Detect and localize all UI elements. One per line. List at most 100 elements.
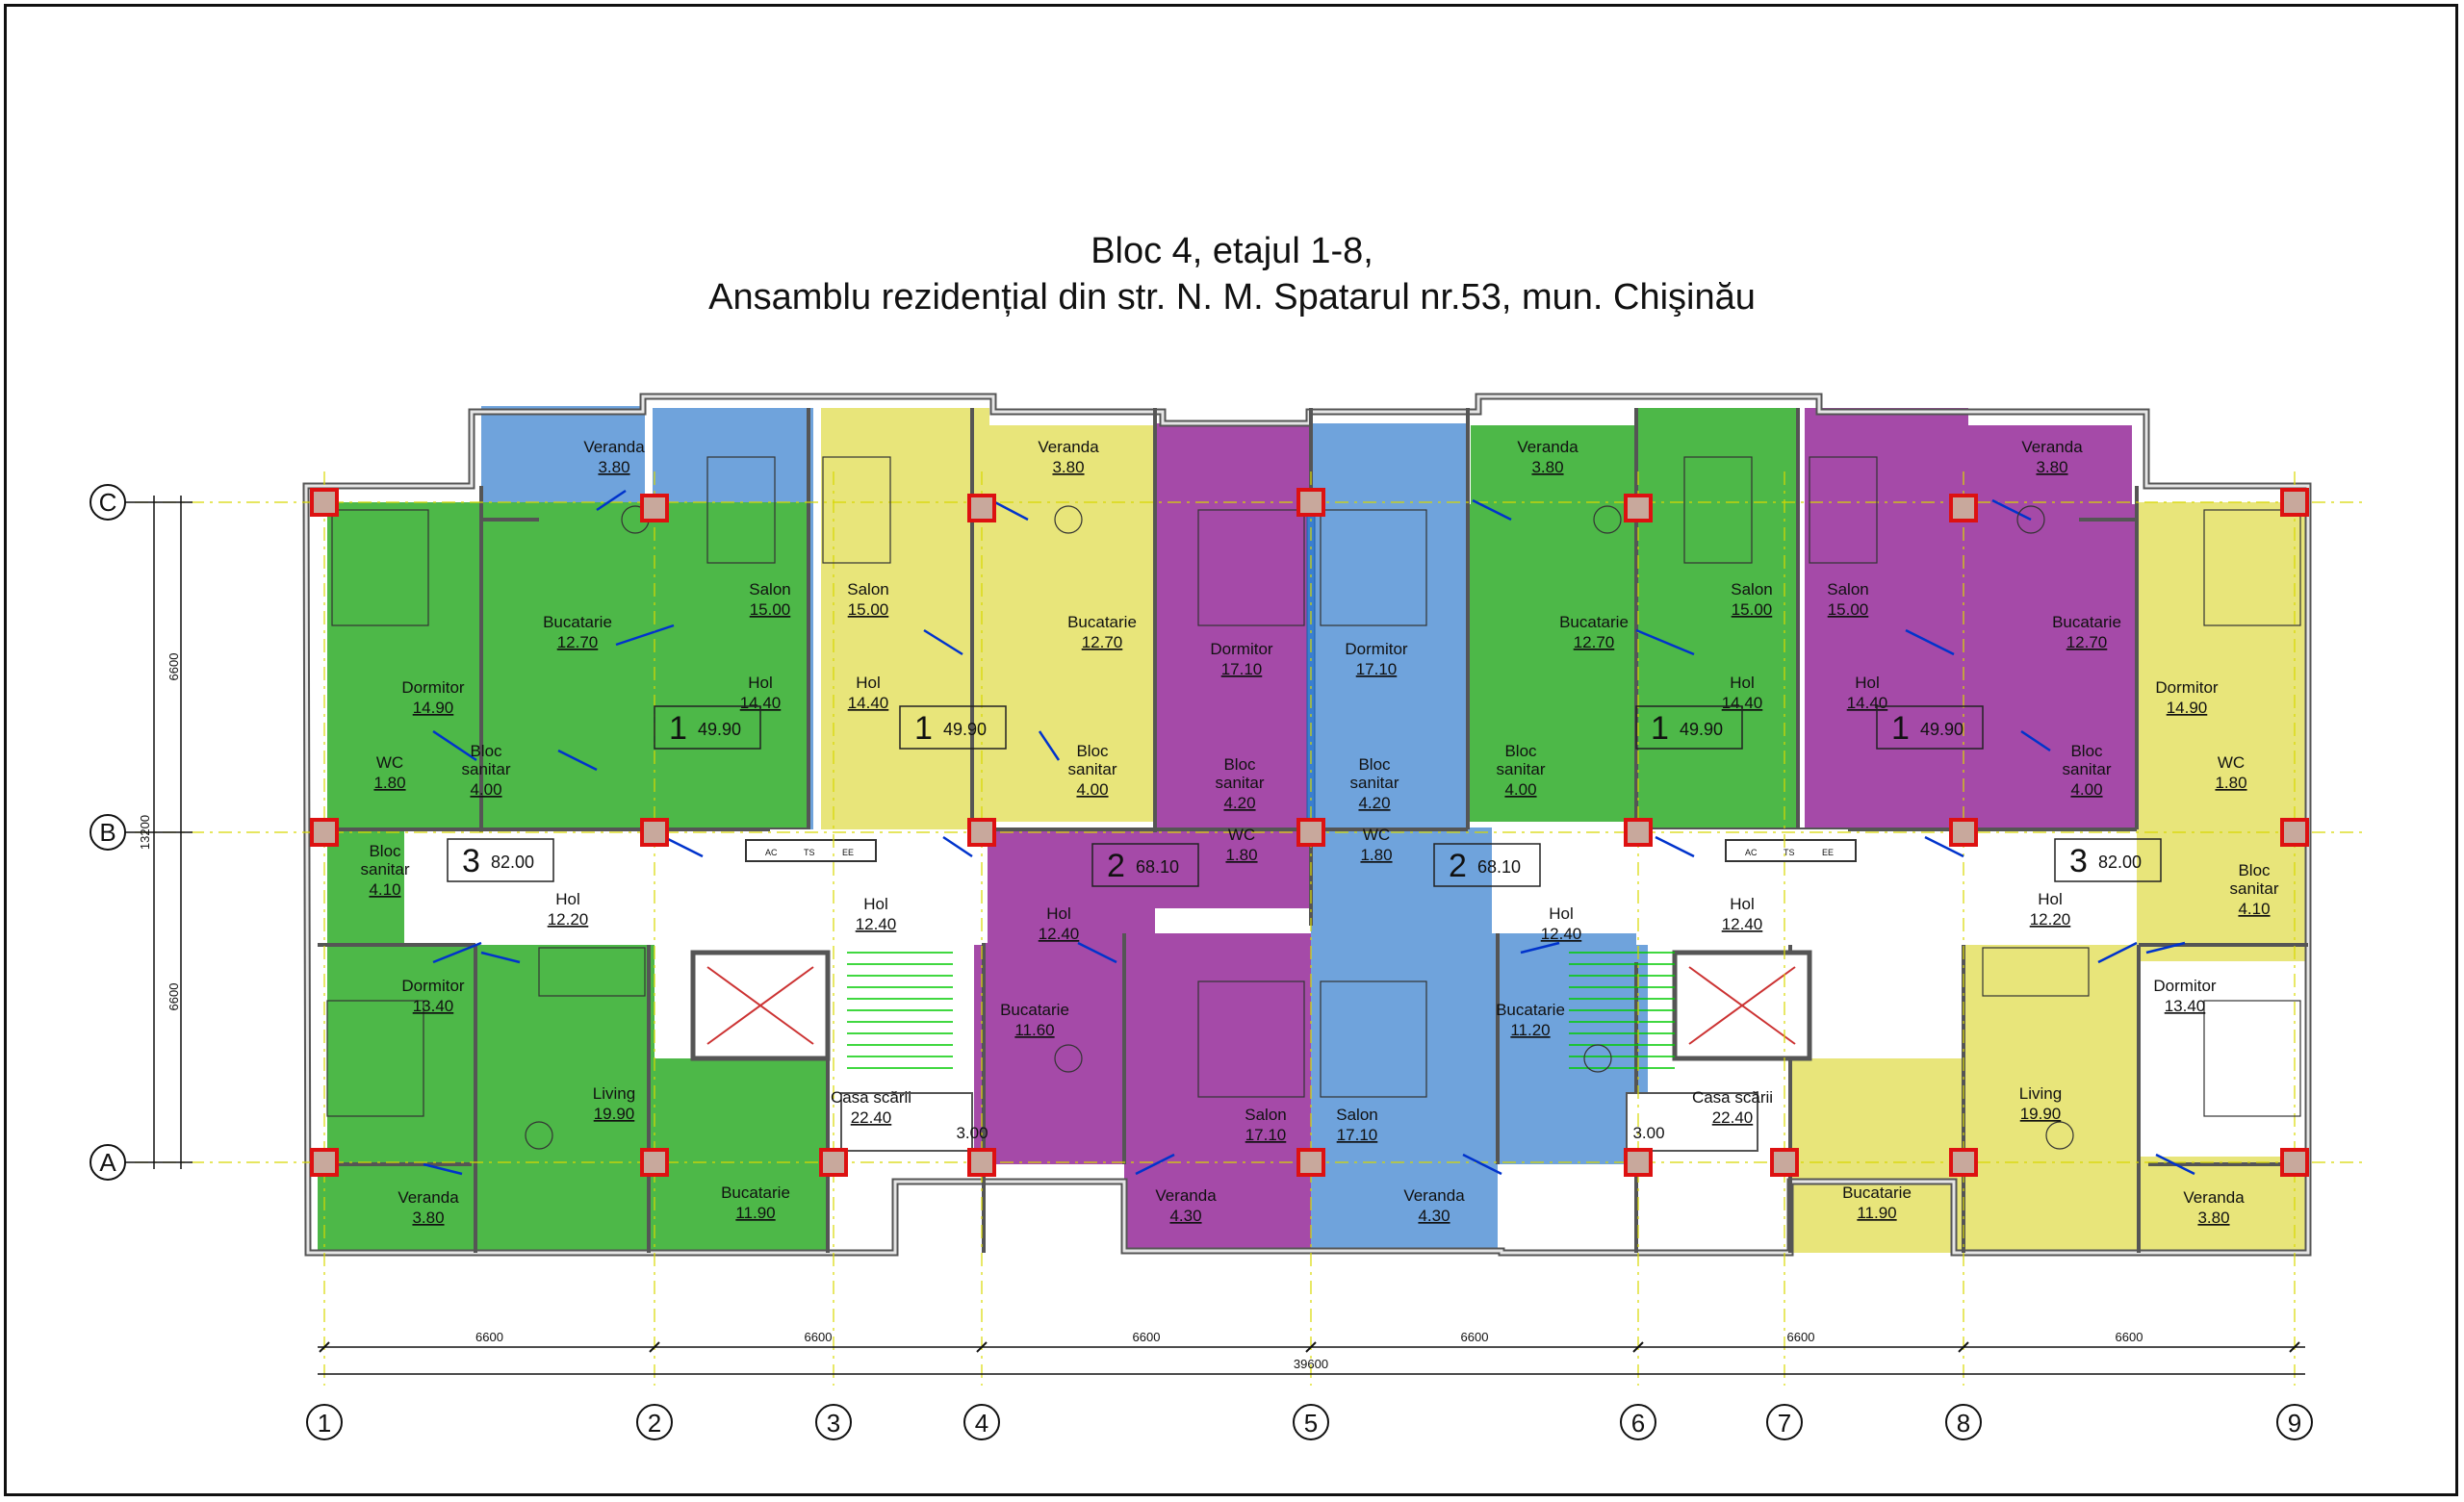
- room-area-49: 11.90: [735, 1204, 775, 1222]
- door-swing-13: [942, 835, 973, 858]
- room-area-8: 3.80: [1531, 458, 1563, 476]
- room-fill-27: [2212, 829, 2306, 960]
- room-fill-0: [481, 406, 645, 504]
- axis-bubble-4: [963, 1404, 1000, 1440]
- dining-table-3: [2016, 505, 2045, 534]
- apartment-tag-box-5: [1091, 843, 1199, 887]
- column-0: [310, 488, 339, 517]
- room-area-31: 4.10: [2238, 900, 2270, 918]
- room-area-6: 17.10: [1221, 660, 1263, 678]
- door-swing-19: [1520, 941, 1560, 955]
- room-area-47: 19.90: [2020, 1105, 2062, 1123]
- axis-label-2: 2: [648, 1409, 661, 1438]
- room-area-29: 1.80: [2215, 774, 2246, 792]
- dim-tick-2: [976, 1341, 988, 1353]
- room-area-9: 12.70: [1574, 633, 1615, 651]
- outer-wall-inner: [304, 395, 2310, 1255]
- room-area-51: 4.30: [1418, 1207, 1450, 1225]
- room-fill-19: [1805, 504, 2136, 827]
- door-swing-16: [432, 941, 482, 964]
- shaft-label-EE-1: EE: [1822, 848, 1834, 857]
- apartment-rooms-5: 2: [1107, 848, 1125, 884]
- room-area-22: 4.20: [1223, 794, 1255, 812]
- room-name-29: WC: [2218, 753, 2245, 772]
- room-area-11: 15.00: [1828, 600, 1869, 619]
- room-name-51: Veranda: [1403, 1186, 1465, 1205]
- room-name-53: Veranda: [2183, 1188, 2245, 1207]
- bed-1: [1197, 509, 1305, 626]
- room-fill-12: [1311, 933, 1648, 1164]
- title-line-1: Bloc 4, etajul 1-8,: [1091, 231, 1373, 271]
- apartment-area-4: 82.00: [491, 853, 534, 872]
- room-area-34: 12.40: [1039, 925, 1080, 943]
- room-name-36: Hol: [1730, 895, 1755, 913]
- sofa-4: [538, 947, 646, 997]
- room-fill-3: [821, 408, 989, 829]
- axis-label-6: 6: [1631, 1409, 1645, 1438]
- door-swing-24: [1462, 1153, 1502, 1176]
- door-swing-21: [2097, 941, 2138, 964]
- room-name-22-line2: sanitar: [1215, 774, 1264, 792]
- bed-2: [1320, 509, 1427, 626]
- room-area-30: 4.10: [369, 880, 400, 899]
- dim-tick-5: [1958, 1341, 1969, 1353]
- room-name-18: Hol: [1855, 674, 1880, 692]
- room-name-41: Dormitor: [2153, 977, 2217, 995]
- apartment-rooms-1: 1: [914, 710, 933, 747]
- stair-dimension-1: 3.00: [1632, 1124, 1664, 1142]
- room-area-0: 3.80: [598, 458, 629, 476]
- column-11: [1624, 818, 1653, 847]
- room-area-42: 19.90: [594, 1105, 635, 1123]
- axis-label-B: B: [99, 818, 116, 847]
- dim-tick-0: [319, 1341, 330, 1353]
- room-name-24-line2: sanitar: [1496, 760, 1545, 778]
- elevator-cross-b-0: [706, 966, 814, 1045]
- apartment-rooms-2: 1: [1651, 710, 1669, 747]
- axis-label-5: 5: [1304, 1409, 1318, 1438]
- room-fill-29: [1975, 945, 2139, 1060]
- dining-table-2: [1593, 505, 1622, 534]
- title-line-2: Ansamblu rezidențial din str. N. M. Spat…: [708, 277, 1756, 318]
- door-swing-2: [1472, 498, 1512, 522]
- drawing-frame: [4, 4, 2458, 1496]
- dim-bottom-4: 6600: [1787, 1330, 1815, 1344]
- room-area-25: 4.00: [2070, 780, 2102, 799]
- door-swing-15: [1924, 835, 1964, 858]
- room-area-19: 14.90: [2167, 699, 2208, 717]
- room-name-11: Salon: [1827, 580, 1868, 598]
- axis-bubble-6: [1620, 1404, 1656, 1440]
- room-fill-23: [475, 945, 649, 1234]
- room-fill-24: [653, 1058, 828, 1253]
- room-fill-8: [974, 933, 1311, 1164]
- column-10: [1296, 818, 1325, 847]
- apartment-tag-box-1: [899, 705, 1007, 750]
- column-6: [2280, 488, 2309, 517]
- sofa-5: [1982, 947, 2090, 997]
- bed-6: [1320, 980, 1427, 1098]
- shaft-box-1: [1725, 839, 1857, 862]
- room-name-1: Bucatarie: [543, 613, 612, 631]
- room-name-27: WC: [1228, 826, 1255, 844]
- room-area-33: 12.40: [856, 915, 897, 933]
- room-name-30-line2: sanitar: [360, 860, 409, 878]
- room-name-25-line2: sanitar: [2062, 760, 2111, 778]
- room-name-47: Living: [2019, 1084, 2062, 1103]
- room-name-20-line2: sanitar: [461, 760, 510, 778]
- room-fill-21: [327, 829, 404, 960]
- dining-table-4: [1054, 1044, 1083, 1073]
- room-name-50: Veranda: [1155, 1186, 1217, 1205]
- axis-bubble-3: [815, 1404, 852, 1440]
- room-area-28: 1.80: [1360, 846, 1392, 864]
- room-area-23: 4.20: [1358, 794, 1390, 812]
- dim-tick-3: [1305, 1341, 1317, 1353]
- room-name-7: Dormitor: [1345, 640, 1408, 658]
- room-name-33: Hol: [863, 895, 888, 913]
- dim-tick-1: [649, 1341, 660, 1353]
- column-16: [819, 1148, 848, 1177]
- room-fill-13: [1311, 1164, 1498, 1251]
- dim-bottom-1: 6600: [805, 1330, 833, 1344]
